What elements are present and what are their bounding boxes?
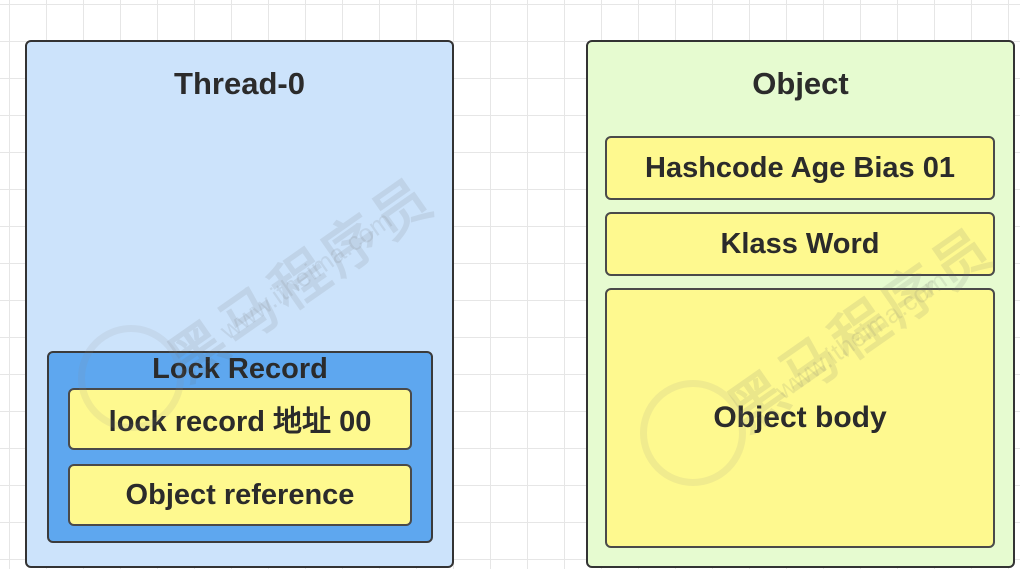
thread-title: Thread-0 [174,66,305,101]
mark-word-cell: Hashcode Age Bias 01 [605,136,995,200]
object-title: Object [752,66,849,101]
object-reference-cell: Object reference [68,464,412,526]
lock-record-address-cell: lock record 地址 00 [68,388,412,450]
lock-record-title: Lock Record [152,353,328,385]
object-body-cell: Object body [605,288,995,548]
klass-word-cell: Klass Word [605,212,995,276]
